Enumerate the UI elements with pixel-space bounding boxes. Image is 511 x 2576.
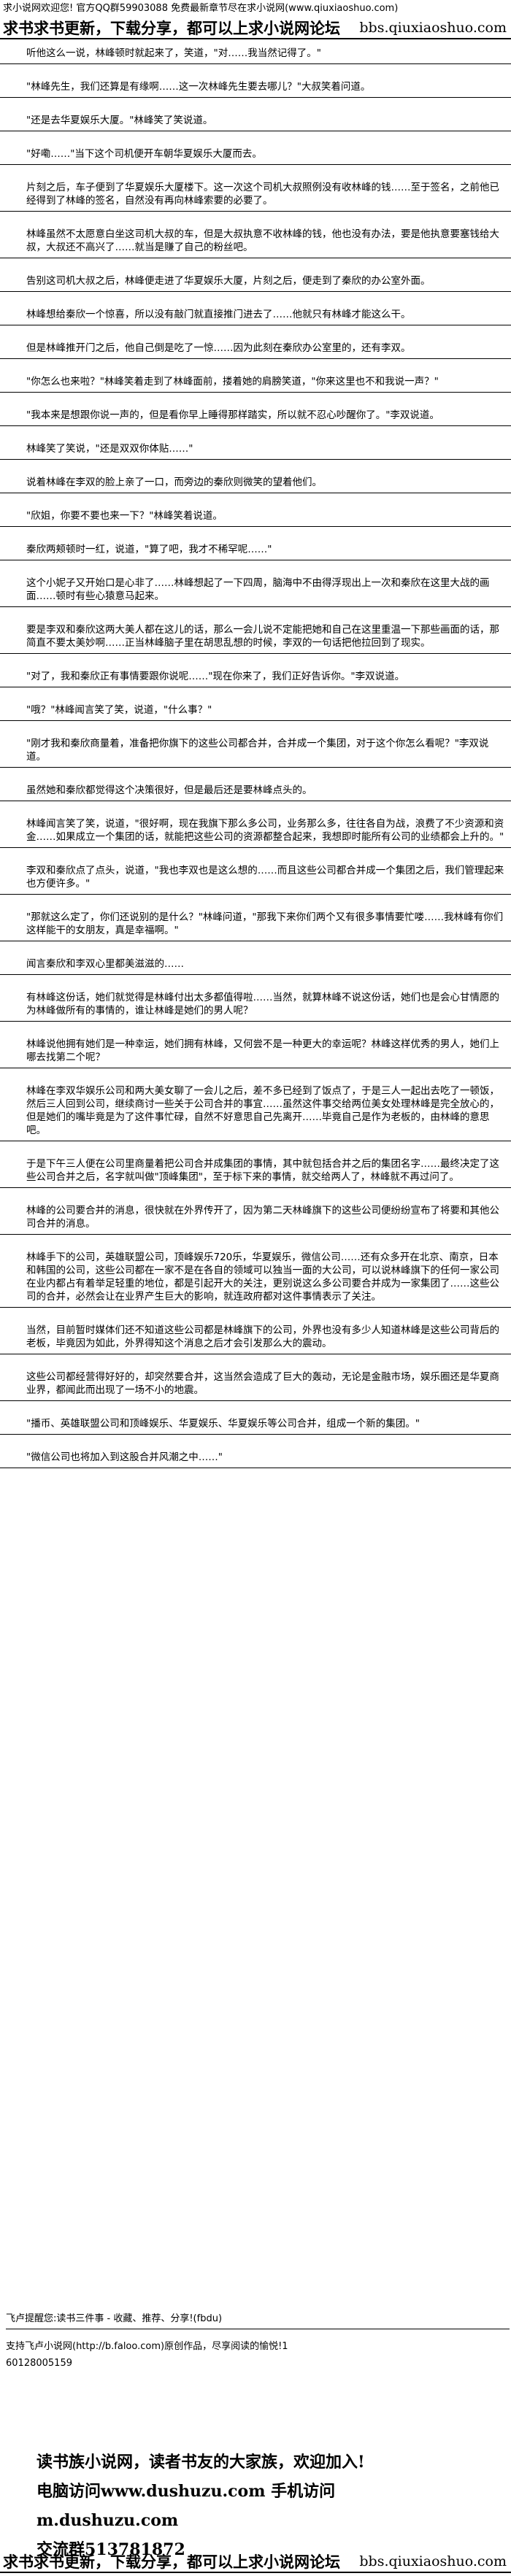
paragraph: 但是林峰推开门之后，他自己倒是吃了一惊……因为此刻在秦欣办公室里的，还有李双。: [0, 342, 511, 359]
footer-code: 60128005159: [6, 2358, 72, 2369]
paragraph: 林峰说他拥有她们是一种幸运，她们拥有林峰，又何尝不是一种更大的幸运呢？林峰这样优…: [0, 1038, 511, 1068]
paragraph: 林峰虽然不太愿意白坐这司机大叔的车，但是大叔执意不收林峰的钱，他也没有办法，要是…: [0, 228, 511, 258]
paragraph: 林峰手下的公司，英雄联盟公司，顶峰娱乐720乐，华夏娱乐，微信公司……还有众多开…: [0, 1251, 511, 1308]
paragraph: 有林峰这份话，她们就觉得是林峰付出太多都值得啦……当然，就算林峰不说这份话，她们…: [0, 991, 511, 1022]
paragraph: 林峰在李双华娱乐公司和两大美女聊了一会儿之后，差不多已经到了饭点了，于是三人一起…: [0, 1084, 511, 1141]
footer-forum-link[interactable]: bbs.qiuxiaoshuo.com: [359, 2553, 507, 2569]
paragraph: 这个小妮子又开始口是心非了……林峰想起了一下四周，脑海中不由得浮现出上一次和秦欣…: [0, 576, 511, 607]
paragraph: 这些公司都经营得好好的，却突然要合并，这当然会造成了巨大的轰动，无论是金融市场，…: [0, 1370, 511, 1401]
paragraph: 秦欣两颊顿时一红，说道，"算了吧，我才不稀罕呢……": [0, 543, 511, 560]
paragraph: 林峰闻言笑了笑，说道，"很好啊，现在我旗下那么多公司，业务那么多，往往各自为战，…: [0, 817, 511, 848]
paragraph: 听他这么一说，林峰顿时就起来了，笑道，"对……我当然记得了。": [0, 47, 511, 64]
promo-line-3: 交流群513781872: [36, 2540, 185, 2559]
paragraph: "欣姐，你要不要也来一下？"林峰笑着说道。: [0, 509, 511, 527]
paragraph: 说着林峰在李双的脸上亲了一口，而旁边的秦欣则微笑的望着他们。: [0, 476, 511, 493]
paragraph: 于是下午三人便在公司里商量着把公司合并成集团的事情，其中就包括合并之后的集团名字…: [0, 1157, 511, 1188]
paragraph: 林峰想给秦欣一个惊喜，所以没有敲门就直接推门进去了……他就只有林峰才能这么干。: [0, 308, 511, 325]
paragraph: 当然，目前暂时媒体们还不知道这些公司都是林峰旗下的公司，外界也没有多少人知道林峰…: [0, 1324, 511, 1354]
paragraph: "林峰先生，我们还算是有缘啊……这一次林峰先生要去哪儿？"大叔笑着问道。: [0, 80, 511, 98]
paragraph: 李双和秦欣点了点头，说道，"我也李双也是这么想的……而且这些公司都合并成一个集团…: [0, 864, 511, 895]
paragraph: 要是李双和秦欣这两大美人都在这儿的话，那么一会儿说不定能把她和自己在这里重温一下…: [0, 623, 511, 654]
header-banner: 求书求书更新，下载分享，都可以上求小说网论坛 bbs.qiuxiaoshuo.c…: [0, 18, 511, 39]
footer: 飞卢提醒您:读书三件事 - 收藏、推荐、分享!(fbdu) 支持飞卢小说网(ht…: [6, 2312, 510, 2373]
paragraph: 虽然她和秦欣都觉得这个决策很好，但是最后还是要林峰点头的。: [0, 784, 511, 801]
footer-slogan: 求书求书更新，下载分享，都可以上求小说网论坛: [3, 2553, 340, 2571]
paragraph: 林峰笑了笑说，"还是双双你体贴……": [0, 442, 511, 460]
footer-support-link[interactable]: 支持飞卢小说网(http://b.faloo.com)原创作品，尽享阅读的愉悦!…: [6, 2341, 288, 2352]
paragraph: "播币、英雄联盟公司和顶峰娱乐、华夏娱乐、华夏娱乐等公司合并，组成一个新的集团。…: [0, 1417, 511, 1435]
forum-link[interactable]: bbs.qiuxiaoshuo.com: [359, 20, 507, 36]
site-banner-text: 求小说网欢迎您! 官方QQ群59903088 免费最新章节尽在求小说网(www.…: [3, 3, 399, 14]
paragraph: "哦？"林峰闻言笑了笑，说道，"什么事？": [0, 703, 511, 721]
paragraph: 闻言秦欣和李双心里都美滋滋的……: [0, 957, 511, 975]
promo-line-1: 读书族小说网，读者书友的大家族，欢迎加入!: [36, 2453, 365, 2472]
paragraph: 片刻之后，车子便到了华夏娱乐大厦楼下。这一次这个司机大叔照例没有收林峰的钱……至…: [0, 181, 511, 212]
promo-line-2[interactable]: 电脑访问www.dushuzu.com 手机访问m.dushuzu.com: [36, 2482, 336, 2530]
footer-reminder: 飞卢提醒您:读书三件事 - 收藏、推荐、分享!(fbdu): [6, 2312, 510, 2329]
paragraph: 林峰的公司要合并的消息，很快就在外界传开了，因为第二天林峰旗下的这些公司便纷纷宣…: [0, 1204, 511, 1235]
header-slogan: 求书求书更新，下载分享，都可以上求小说网论坛: [3, 19, 340, 37]
paragraph: "微信公司也将加入到这股合并风潮之中……": [0, 1451, 511, 1468]
paragraph: "对了，我和秦欣正有事情要跟你说呢……"现在你来了，我们正好告诉你。"李双说道。: [0, 670, 511, 687]
paragraph: "还是去华夏娱乐大厦。"林峰笑了笑说道。: [0, 114, 511, 131]
paragraph: "好嘞……"当下这个司机便开车朝华夏娱乐大厦而去。: [0, 147, 511, 165]
paragraph: "你怎么也来啦？"林峰笑着走到了林峰面前，搂着她的肩膀笑道，"你来这里也不和我说…: [0, 375, 511, 393]
paragraph: 告别这司机大叔之后，林峰便走进了华夏娱乐大厦，片刻之后，便走到了秦欣的办公室外面…: [0, 274, 511, 292]
chapter-body: 听他这么一说，林峰顿时就起来了，笑道，"对……我当然记得了。" "林峰先生，我们还…: [0, 47, 511, 1484]
footer-banner: 求书求书更新，下载分享，都可以上求小说网论坛 bbs.qiuxiaoshuo.c…: [0, 2551, 511, 2573]
promo-block: 读书族小说网，读者书友的大家族，欢迎加入! 电脑访问www.dushuzu.co…: [36, 2448, 474, 2564]
paragraph: "那就这么定了，你们还说别的是什么？"林峰问道，"那我下来你们两个又有很多事情要…: [0, 911, 511, 941]
paragraph: "我本来是想跟你说一声的，但是看你早上睡得那样踏实，所以就不忍心吵醒你了。"李双…: [0, 409, 511, 426]
paragraph: "刚才我和秦欣商量着，准备把你旗下的这些公司都合并，合并成一个集团，对于这个你怎…: [0, 737, 511, 768]
